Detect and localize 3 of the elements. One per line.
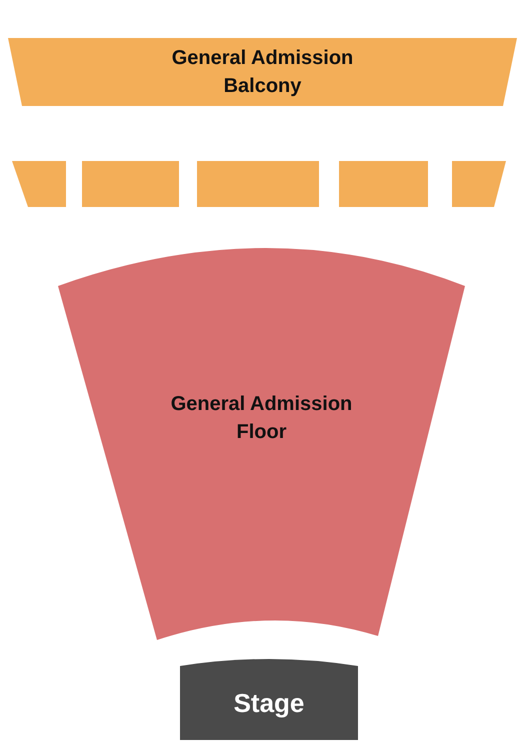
- section-label: General Admission Floor: [170, 392, 354, 445]
- section-label: General Admission Balcony: [170, 46, 354, 99]
- section-label: Stage: [234, 686, 304, 720]
